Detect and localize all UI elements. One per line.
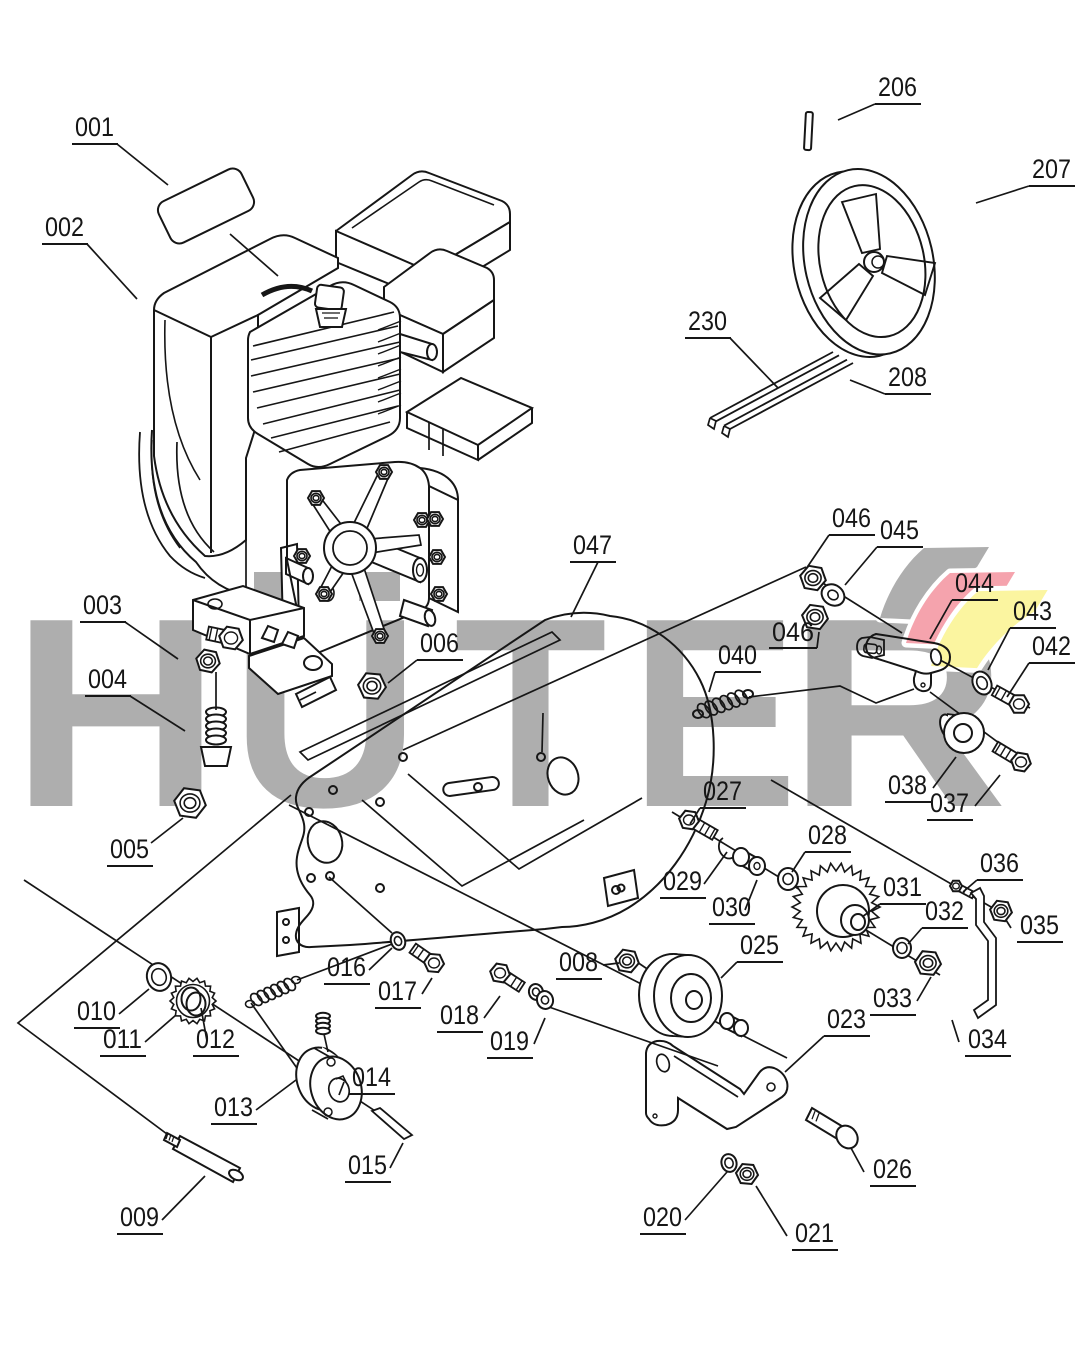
svg-text:T: T bbox=[454, 563, 607, 864]
svg-text:230: 230 bbox=[688, 306, 727, 336]
svg-text:047: 047 bbox=[573, 530, 612, 560]
svg-text:016: 016 bbox=[327, 952, 366, 982]
svg-text:020: 020 bbox=[643, 1202, 682, 1232]
svg-text:012: 012 bbox=[196, 1024, 235, 1054]
svg-text:029: 029 bbox=[663, 866, 702, 896]
svg-text:030: 030 bbox=[712, 892, 751, 922]
svg-text:046: 046 bbox=[832, 503, 871, 533]
svg-text:019: 019 bbox=[490, 1026, 529, 1056]
svg-text:010: 010 bbox=[77, 996, 116, 1026]
svg-text:207: 207 bbox=[1032, 154, 1071, 184]
svg-text:046: 046 bbox=[772, 617, 814, 647]
svg-text:021: 021 bbox=[795, 1218, 834, 1248]
svg-text:037: 037 bbox=[930, 788, 969, 818]
svg-text:208: 208 bbox=[888, 362, 927, 392]
svg-text:023: 023 bbox=[827, 1004, 866, 1034]
svg-text:038: 038 bbox=[888, 770, 927, 800]
svg-text:008: 008 bbox=[559, 947, 598, 977]
svg-text:036: 036 bbox=[980, 848, 1019, 878]
svg-text:011: 011 bbox=[103, 1024, 142, 1054]
svg-text:028: 028 bbox=[808, 820, 847, 850]
svg-text:026: 026 bbox=[873, 1154, 912, 1184]
svg-text:018: 018 bbox=[440, 1000, 479, 1030]
svg-text:206: 206 bbox=[878, 72, 917, 102]
svg-text:006: 006 bbox=[420, 628, 459, 658]
svg-text:003: 003 bbox=[83, 590, 122, 620]
svg-text:043: 043 bbox=[1013, 596, 1052, 626]
svg-text:033: 033 bbox=[873, 983, 912, 1013]
svg-text:032: 032 bbox=[925, 896, 964, 926]
svg-text:005: 005 bbox=[110, 834, 149, 864]
svg-text:E: E bbox=[630, 563, 798, 864]
svg-text:045: 045 bbox=[880, 515, 919, 545]
svg-text:027: 027 bbox=[703, 776, 742, 806]
svg-text:042: 042 bbox=[1032, 631, 1071, 661]
svg-text:031: 031 bbox=[883, 872, 922, 902]
svg-text:025: 025 bbox=[740, 930, 779, 960]
svg-text:004: 004 bbox=[88, 664, 127, 694]
svg-text:044: 044 bbox=[955, 568, 994, 598]
svg-text:034: 034 bbox=[968, 1024, 1007, 1054]
svg-text:040: 040 bbox=[718, 640, 757, 670]
svg-text:017: 017 bbox=[378, 976, 417, 1006]
svg-text:009: 009 bbox=[120, 1202, 159, 1232]
svg-text:013: 013 bbox=[214, 1092, 253, 1122]
svg-text:015: 015 bbox=[348, 1150, 387, 1180]
svg-text:001: 001 bbox=[75, 112, 114, 142]
svg-text:035: 035 bbox=[1020, 910, 1059, 940]
svg-text:002: 002 bbox=[45, 212, 84, 242]
svg-text:014: 014 bbox=[352, 1062, 391, 1092]
